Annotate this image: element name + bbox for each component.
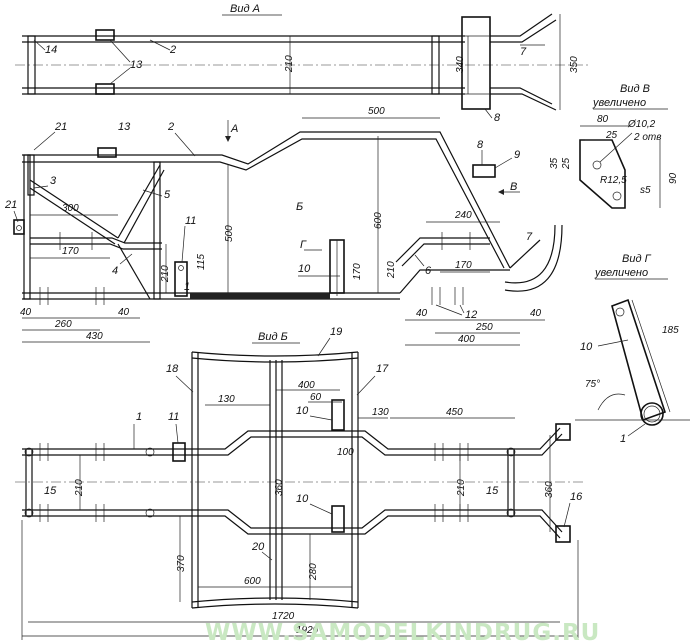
label-12: 12 [465,309,477,321]
dim-430: 430 [86,331,103,342]
dim-40-l2: 40 [118,307,130,318]
dim-100: 100 [337,447,354,458]
label-21-left: 21 [4,199,17,211]
dim-60: 60 [310,392,322,403]
dim-260: 260 [54,319,72,330]
dim-500-top: 500 [368,106,385,117]
dim-370: 370 [176,555,187,572]
dim-1920: 1920 [296,625,319,636]
view-v: Вид В увеличено 80 25 Ø10,2 2 отв 35 25 … [549,83,679,209]
label-11-b: 11 [168,411,179,423]
dim-1720: 1720 [272,611,295,622]
dim-radius: R12,5 [600,175,627,186]
label-1-b: 1 [136,411,142,423]
label-10-b-top: 10 [296,405,309,417]
dim-400-b: 400 [298,380,315,391]
label-14: 14 [45,44,57,56]
label-13-side: 13 [118,121,131,133]
label-17: 17 [376,363,389,375]
dim-thickness: s5 [640,185,651,196]
dim-angle: 75° [585,379,600,390]
label-7-side: 7 [526,231,533,243]
dim-115: 115 [196,254,207,270]
label-11-side: 11 [185,215,196,227]
dim-25-top: 25 [605,130,618,141]
label-7-a: 7 [520,46,527,58]
label-21-top: 21 [54,121,67,133]
dim-210-side: 210 [160,265,171,283]
dim-35: 35 [549,157,560,169]
label-15-left: 15 [44,485,57,497]
dim-240: 240 [454,210,472,221]
dim-600: 600 [373,212,384,229]
dim-90: 90 [668,172,679,184]
view-a-title: Вид А [230,3,260,15]
label-10-side: 10 [298,263,311,275]
dim-600-b: 600 [244,576,261,587]
dim-130-right: 130 [372,407,389,418]
dim-80: 80 [597,114,609,125]
arrow-a: А [230,123,238,135]
label-19: 19 [330,326,342,338]
side-view: А Б В Г 500 500 600 300 170 210 115 170 … [4,106,563,346]
dim-280: 280 [308,563,319,581]
dim-170-right: 170 [455,260,472,271]
label-1-side: 1 [184,281,190,293]
dim-130-left: 130 [218,394,235,405]
dim-360-mid: 360 [274,479,285,496]
view-g-title: Вид Г [622,253,652,265]
dim-210-b-right: 210 [456,479,467,497]
label-10-b-bottom: 10 [296,493,309,505]
label-9: 9 [514,149,520,161]
view-a: Вид А 210 340 350 14 2 [15,3,590,124]
dim-300: 300 [62,203,79,214]
label-18: 18 [166,363,179,375]
dim-250: 250 [475,322,493,333]
dim-40-r1: 40 [416,308,428,319]
dim-450: 450 [446,407,463,418]
arrow-v: В [510,181,517,193]
dim-210-front: 210 [386,261,397,279]
dim-25-side: 25 [561,157,572,170]
label-2-a: 2 [169,44,176,56]
dim-185: 185 [662,325,679,336]
label-3: 3 [50,175,57,187]
label-15-right: 15 [486,485,499,497]
dim-40-r2: 40 [530,308,542,319]
dim-holes: 2 отв [633,132,661,143]
view-b: Вид Б [15,326,585,640]
label-8-side: 8 [477,139,484,151]
label-1-g: 1 [620,433,626,445]
arrow-g: Г [300,239,307,251]
label-10-g: 10 [580,341,593,353]
view-g-subtitle: увеличено [594,267,648,279]
dim-340: 340 [455,56,466,73]
watermark-text: WWW.SAMODELKINDRUG.RU [205,620,600,642]
label-5: 5 [164,189,171,201]
view-b-title: Вид Б [258,331,288,343]
arrow-b: Б [296,201,303,213]
dim-400: 400 [458,334,475,345]
label-13-a: 13 [130,59,143,71]
label-8-a: 8 [494,112,501,124]
label-6: 6 [425,265,432,277]
label-16: 16 [570,491,583,503]
dim-40-l1: 40 [20,307,32,318]
dim-350: 350 [569,56,580,73]
dim-170-g: 170 [352,263,363,280]
dim-360-front: 360 [544,481,555,498]
dim-210-a: 210 [284,55,295,73]
dim-500-v: 500 [224,225,235,242]
label-20: 20 [251,541,265,553]
view-v-title: Вид В [620,83,650,95]
dim-dia: Ø10,2 [627,119,656,130]
dim-210-b-left: 210 [74,479,85,497]
dim-170-left: 170 [62,246,79,257]
label-2-side: 2 [167,121,174,133]
view-g: Вид Г увеличено 185 75° 10 1 [575,253,690,445]
view-v-subtitle: увеличено [592,97,646,109]
label-4: 4 [112,265,118,277]
